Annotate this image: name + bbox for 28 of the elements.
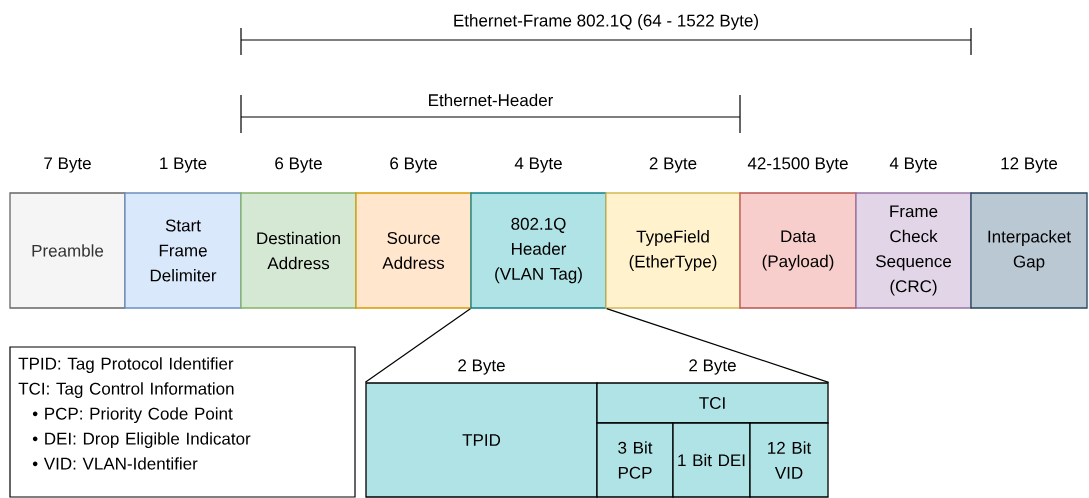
dimension-label: Ethernet-Header — [429, 93, 554, 107]
definition-box: TPID: Tag Protocol Identifier TCI: Tag Control Information • PCP: Priority Code Point • DEI: Drop Eligible Indicator • VID: VLAN-Identifier — [9, 346, 356, 498]
byte-size-label: 42-1500 Byte — [747, 157, 848, 173]
tag-field-box: 1 Bit DEI — [672, 422, 751, 498]
byte-size-label: 2 Byte — [649, 157, 697, 173]
frame-field-box: Interpacket Gap — [970, 192, 1088, 309]
byte-size-label: 7 Byte — [44, 157, 91, 173]
dimension-label: Ethernet-Frame 802.1Q (64 - 1522 Byte) — [454, 14, 758, 30]
frame-field-box: TypeField (EtherType) — [605, 192, 741, 309]
byte-size-label: 12 Byte — [1001, 157, 1058, 173]
byte-size-label: 6 Byte — [275, 157, 322, 173]
frame-field-box: Destination Address — [240, 192, 357, 309]
tag-field-box: TCI — [596, 382, 829, 424]
frame-field-box: Data (Payload) — [739, 192, 857, 309]
byte-size-label: 2 Byte — [458, 359, 505, 375]
byte-size-label: 4 Byte — [514, 157, 562, 173]
frame-field-box: Preamble — [9, 192, 126, 309]
frame-field-box: Start Frame Delimiter — [124, 192, 242, 309]
byte-size-label: 2 Byte — [689, 359, 736, 375]
zoom-line — [606, 308, 830, 383]
byte-size-label: 6 Byte — [390, 157, 437, 173]
frame-field-box: Frame Check Sequence (CRC) — [855, 192, 972, 309]
tag-field-box: 3 Bit PCP — [596, 422, 674, 498]
byte-size-label: 4 Byte — [889, 157, 937, 173]
tag-field-box: 12 Bit VID — [749, 422, 829, 498]
byte-size-label: 1 Byte — [160, 157, 207, 173]
frame-field-box: Source Address — [355, 192, 472, 309]
frame-field-box: 802.1Q Header (VLAN Tag) — [470, 192, 607, 309]
